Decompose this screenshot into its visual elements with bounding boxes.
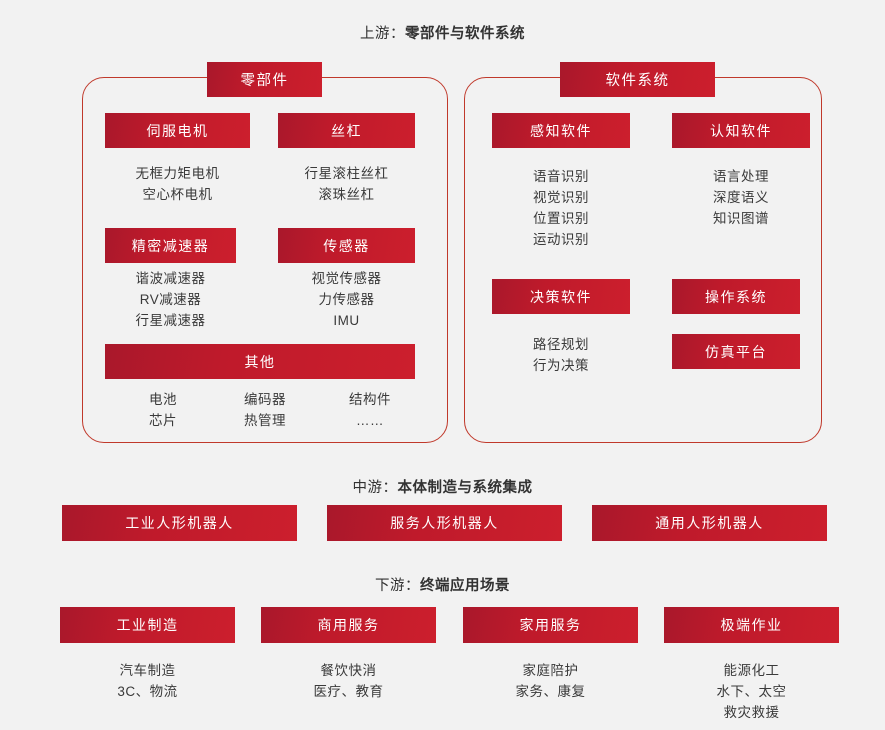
- items-industrial-manufacturing: 汽车制造 3C、物流: [117, 663, 178, 699]
- items-other-parts-col2: 编码器 热管理: [244, 392, 286, 428]
- box-servo-motor[interactable]: 伺服电机: [105, 113, 250, 148]
- items-other-parts-col3: 结构件 ……: [349, 392, 391, 428]
- box-industrial-humanoid-robot[interactable]: 工业人形机器人: [62, 505, 297, 541]
- section-label-midstream-lead: 中游：: [352, 480, 398, 496]
- section-label-downstream: 下游：终端应用场景: [0, 574, 885, 595]
- box-other-parts[interactable]: 其他: [105, 344, 415, 379]
- box-industrial-manufacturing[interactable]: 工业制造: [60, 607, 235, 643]
- items-cognition-software: 语言处理 深度语义 知识图谱: [713, 169, 769, 226]
- box-simulation-platform[interactable]: 仿真平台: [672, 334, 800, 369]
- items-other-parts-col1: 电池 芯片: [149, 392, 177, 428]
- section-label-upstream: 上游：零部件与软件系统: [0, 22, 885, 43]
- items-home-service: 家庭陪护 家务、康复: [515, 663, 586, 699]
- box-extreme-operations[interactable]: 极端作业: [664, 607, 839, 643]
- box-precision-reducer[interactable]: 精密减速器: [105, 228, 236, 263]
- section-label-downstream-body: 终端应用场景: [420, 578, 510, 594]
- section-label-midstream-body: 本体制造与系统集成: [397, 480, 533, 496]
- panel-tab-parts[interactable]: 零部件: [207, 62, 322, 97]
- section-label-upstream-lead: 上游：: [360, 26, 405, 42]
- section-label-midstream: 中游：本体制造与系统集成: [0, 476, 885, 497]
- box-lead-screw[interactable]: 丝杠: [278, 113, 415, 148]
- items-precision-reducer: 谐波减速器 RV减速器 行星减速器: [135, 271, 206, 328]
- box-commercial-service[interactable]: 商用服务: [261, 607, 436, 643]
- items-lead-screw: 行星滚柱丝杠 滚珠丝杠: [304, 166, 389, 202]
- box-home-service[interactable]: 家用服务: [463, 607, 638, 643]
- box-general-humanoid-robot[interactable]: 通用人形机器人: [592, 505, 827, 541]
- box-cognition-software[interactable]: 认知软件: [672, 113, 810, 148]
- box-operating-system[interactable]: 操作系统: [672, 279, 800, 314]
- box-service-humanoid-robot[interactable]: 服务人形机器人: [327, 505, 562, 541]
- items-servo-motor: 无框力矩电机 空心杯电机: [135, 166, 220, 202]
- items-commercial-service: 餐饮快消 医疗、教育: [313, 663, 384, 699]
- box-decision-software[interactable]: 决策软件: [492, 279, 630, 314]
- panel-tab-software[interactable]: 软件系统: [560, 62, 715, 97]
- box-sensor[interactable]: 传感器: [278, 228, 415, 263]
- section-label-upstream-body: 零部件与软件系统: [405, 26, 525, 42]
- items-decision-software: 路径规划 行为决策: [533, 337, 589, 373]
- items-sensor: 视觉传感器 力传感器 IMU: [311, 271, 382, 328]
- items-perception-software: 语音识别 视觉识别 位置识别 运动识别: [533, 169, 589, 247]
- items-extreme-operations: 能源化工 水下、太空 救灾救援: [716, 663, 787, 720]
- section-label-downstream-lead: 下游：: [375, 578, 420, 594]
- box-perception-software[interactable]: 感知软件: [492, 113, 630, 148]
